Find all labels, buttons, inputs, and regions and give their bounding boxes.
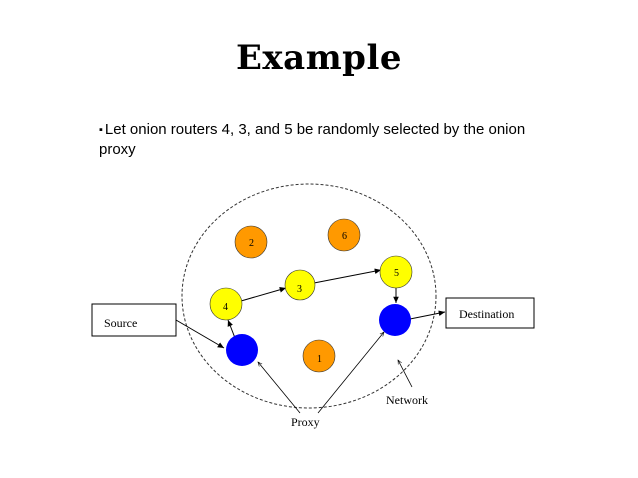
source-label: Source bbox=[104, 316, 137, 330]
router-2 bbox=[234, 225, 268, 259]
bullet-marker: ▪ bbox=[99, 124, 103, 136]
router-6 bbox=[327, 218, 361, 252]
router-4 bbox=[209, 287, 243, 321]
router-1-number: 1 bbox=[317, 354, 322, 365]
exit-proxy-node bbox=[379, 304, 411, 336]
router-6-number: 6 bbox=[342, 231, 347, 242]
router-3 bbox=[284, 269, 316, 301]
network-label: Network bbox=[386, 393, 428, 407]
arrow-network-label-to-boundary bbox=[397, 360, 413, 388]
router-1 bbox=[302, 339, 336, 373]
arrow-exit-proxy-to-destination bbox=[409, 310, 446, 320]
destination-label: Destination bbox=[459, 307, 514, 321]
arrow-proxy-label-to-entry-proxy bbox=[258, 362, 301, 414]
proxy-label: Proxy bbox=[291, 415, 320, 429]
router-3-number: 3 bbox=[297, 284, 302, 295]
router-5-number: 5 bbox=[394, 268, 399, 279]
arrow-entry-proxy-to-router-4 bbox=[227, 319, 236, 339]
bullet-point: ▪Let onion routers 4, 3, and 5 be random… bbox=[99, 120, 539, 159]
slide-title: Example bbox=[235, 38, 402, 78]
router-5 bbox=[379, 255, 413, 289]
network-boundary bbox=[181, 183, 437, 409]
arrow-proxy-label-to-exit-proxy bbox=[317, 332, 384, 414]
arrow-router-4-to-router-3 bbox=[240, 287, 287, 302]
bullet-text: Let onion routers 4, 3, and 5 be randoml… bbox=[99, 121, 526, 158]
destination-box bbox=[445, 297, 535, 329]
router-4-number: 4 bbox=[223, 302, 228, 313]
router-2-number: 2 bbox=[249, 238, 254, 249]
arrow-router-3-to-router-5 bbox=[313, 268, 382, 284]
entry-proxy-node bbox=[226, 334, 258, 366]
arrow-source-to-entry-proxy bbox=[175, 319, 225, 349]
